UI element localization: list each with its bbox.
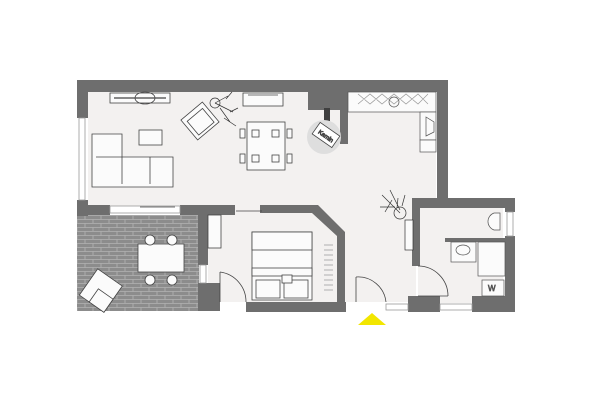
dining-chairs (239, 128, 293, 164)
radiator (324, 244, 333, 291)
plant-hall (393, 206, 407, 220)
sun-lounger (78, 268, 123, 313)
outdoor-table (137, 243, 185, 273)
window-bedroom-west (199, 264, 207, 284)
kitchen (347, 91, 437, 153)
window-bath (506, 211, 514, 237)
living-furniture: Kamin (91, 91, 341, 188)
coffee-table (138, 129, 163, 146)
fireplace (311, 121, 341, 149)
window-terrace-door (109, 205, 181, 214)
washer-label: W (488, 284, 496, 293)
desk (207, 214, 222, 249)
armchair (180, 101, 220, 141)
window-bath-bottom (439, 303, 473, 311)
doors (140, 206, 449, 303)
hall-floor (338, 92, 416, 302)
washer (481, 279, 505, 297)
terrace-furniture (78, 234, 185, 313)
bedroom-furniture (207, 214, 333, 301)
door-bath (417, 265, 449, 297)
door-entrance (355, 276, 387, 303)
hall-furniture (380, 189, 414, 251)
window-hall-bottom (385, 303, 409, 311)
l-sofa (91, 133, 174, 188)
window-living-left (78, 117, 86, 201)
toilet (487, 212, 501, 231)
sideboard (242, 92, 284, 107)
stove (419, 111, 437, 141)
shoe-rack (404, 219, 414, 251)
bathroom-furniture: W (450, 212, 506, 297)
plant-living (209, 91, 239, 127)
tv-icon (134, 91, 156, 105)
entrance-marker (358, 313, 386, 325)
door-bedroom (219, 271, 247, 303)
walls (77, 80, 515, 312)
windows (78, 117, 514, 311)
shower (477, 241, 506, 277)
dining-table (246, 121, 286, 171)
